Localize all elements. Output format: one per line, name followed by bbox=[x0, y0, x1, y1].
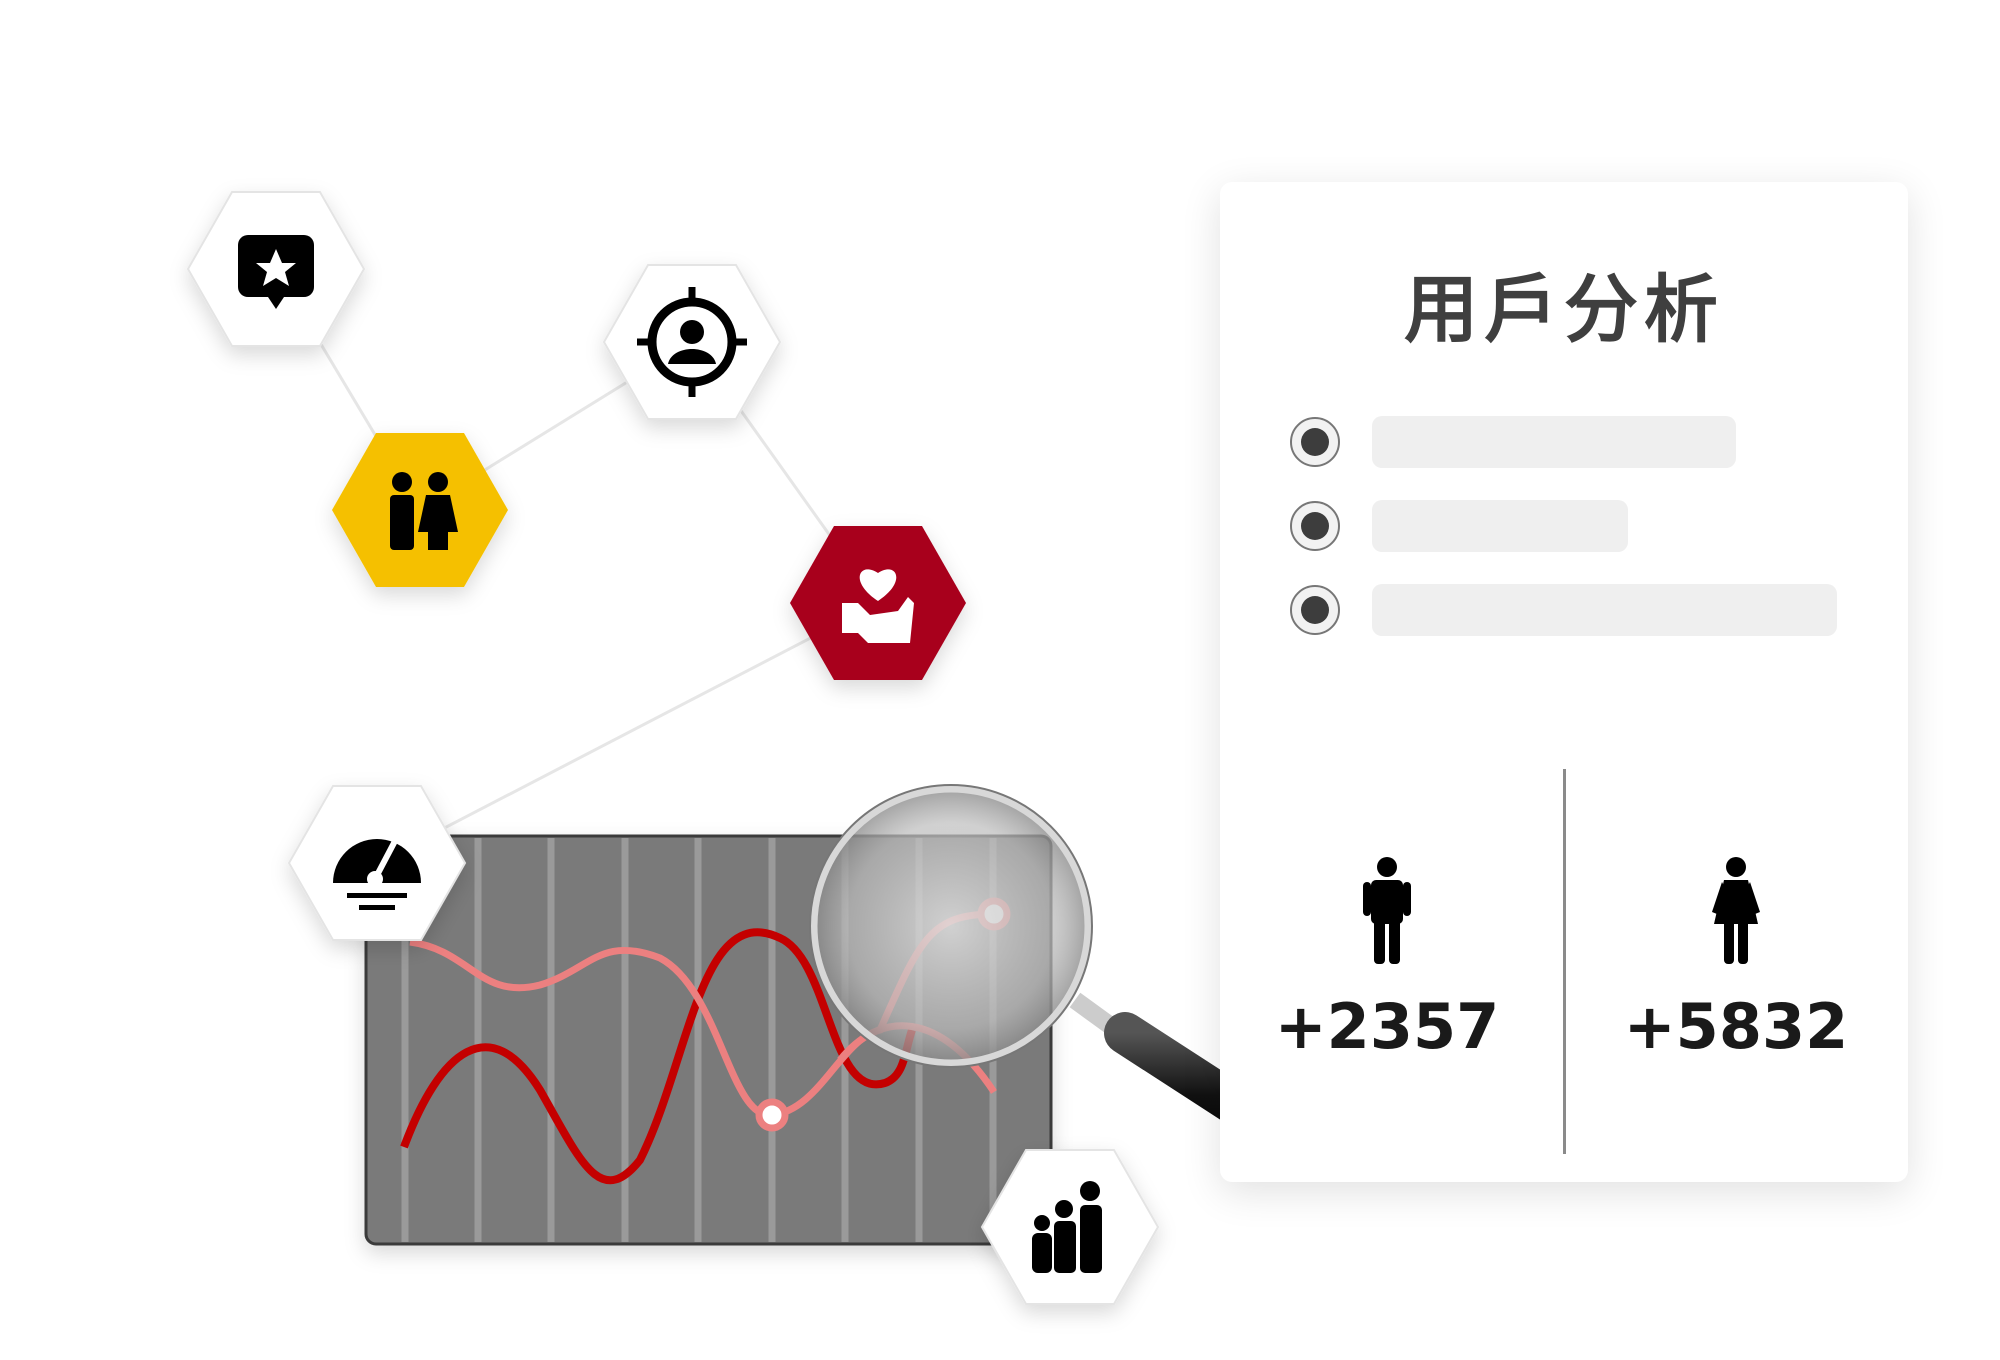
male-count: +2357 bbox=[1274, 990, 1500, 1063]
couple-icon bbox=[390, 472, 458, 550]
family-icon bbox=[1032, 1181, 1102, 1273]
hex-family bbox=[981, 1149, 1159, 1305]
chart-line-dark bbox=[400, 928, 916, 1185]
option-placeholder-bar-2 bbox=[1372, 500, 1628, 552]
hex-couple bbox=[332, 433, 508, 587]
hex-heart-hand bbox=[790, 526, 966, 680]
star-message-icon bbox=[238, 235, 314, 309]
option-placeholder-bar-1 bbox=[1372, 416, 1736, 468]
option-radio-3[interactable] bbox=[1290, 585, 1340, 635]
female-count: +5832 bbox=[1623, 990, 1849, 1063]
option-radio-2[interactable] bbox=[1290, 501, 1340, 551]
option-radio-1[interactable] bbox=[1290, 417, 1340, 467]
option-placeholder-bar-3 bbox=[1372, 584, 1837, 636]
hex-target-user bbox=[603, 264, 781, 420]
hex-gauge bbox=[288, 785, 466, 941]
female-person-icon bbox=[1712, 857, 1760, 964]
stats-divider bbox=[1563, 769, 1566, 1154]
gauge-icon bbox=[333, 839, 421, 910]
male-person-icon bbox=[1363, 857, 1411, 964]
heart-hand-icon bbox=[842, 569, 914, 643]
hex-star-message bbox=[187, 191, 365, 347]
chart-point bbox=[755, 1098, 789, 1132]
card-title: 用戶分析 bbox=[1404, 267, 1724, 353]
target-user-icon bbox=[637, 287, 747, 397]
